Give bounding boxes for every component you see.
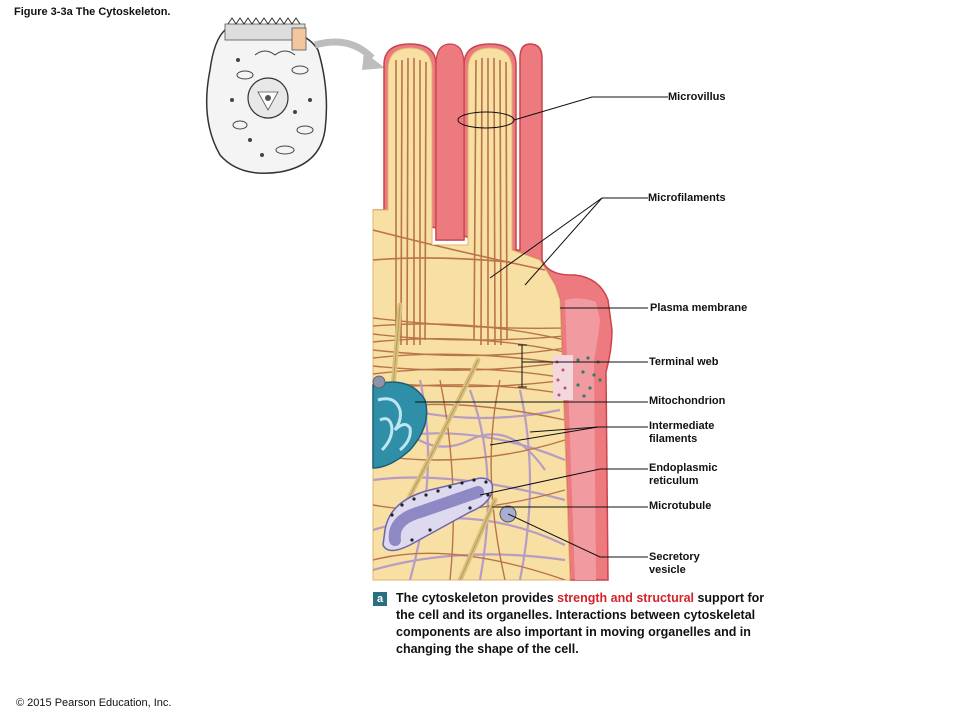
label-endoplasmic-reticulum: Endoplasmic reticulum [649,462,717,488]
label-er-line1: Endoplasmic [649,462,718,474]
label-secretory-vesicle: Secretory vesicle [649,551,700,577]
label-microvillus: Microvillus [668,91,726,103]
label-microtubule: Microtubule [649,500,712,512]
label-vesicle-line1: Secretory [649,551,700,563]
caption-badge: a [373,592,387,606]
plasma-membrane [372,43,613,581]
microfilament-bundles [373,57,546,346]
caption-part1: The cytoskeleton provides [396,591,558,605]
cell-thumbnail [205,17,328,174]
figure-title: Figure 3-3a The Cytoskeleton. [14,6,171,18]
label-intermediate-filaments: Intermediate filaments [649,420,714,446]
zoom-arrow [314,38,375,61]
caption: The cytoskeleton provides strength and s… [396,590,766,658]
label-microfilaments: Microfilaments [648,192,726,204]
cell-detail [372,43,613,581]
caption-part2: support for the cell and its organelles.… [396,591,765,656]
mitochondrion [372,381,428,469]
caption-highlight: strength and structural [557,591,694,605]
label-mitochondrion: Mitochondrion [649,395,726,407]
label-er-line2: reticulum [649,475,699,487]
label-terminal-web: Terminal web [649,356,719,368]
copyright: © 2015 Pearson Education, Inc. [16,697,172,709]
label-vesicle-line2: vesicle [649,564,686,576]
label-intermediate-line1: Intermediate [649,420,715,432]
endoplasmic-reticulum [382,477,494,552]
cytoplasm [372,47,571,581]
label-intermediate-line2: filaments [649,433,698,445]
label-plasma-membrane: Plasma membrane [650,302,748,314]
leader-lines [415,96,668,558]
